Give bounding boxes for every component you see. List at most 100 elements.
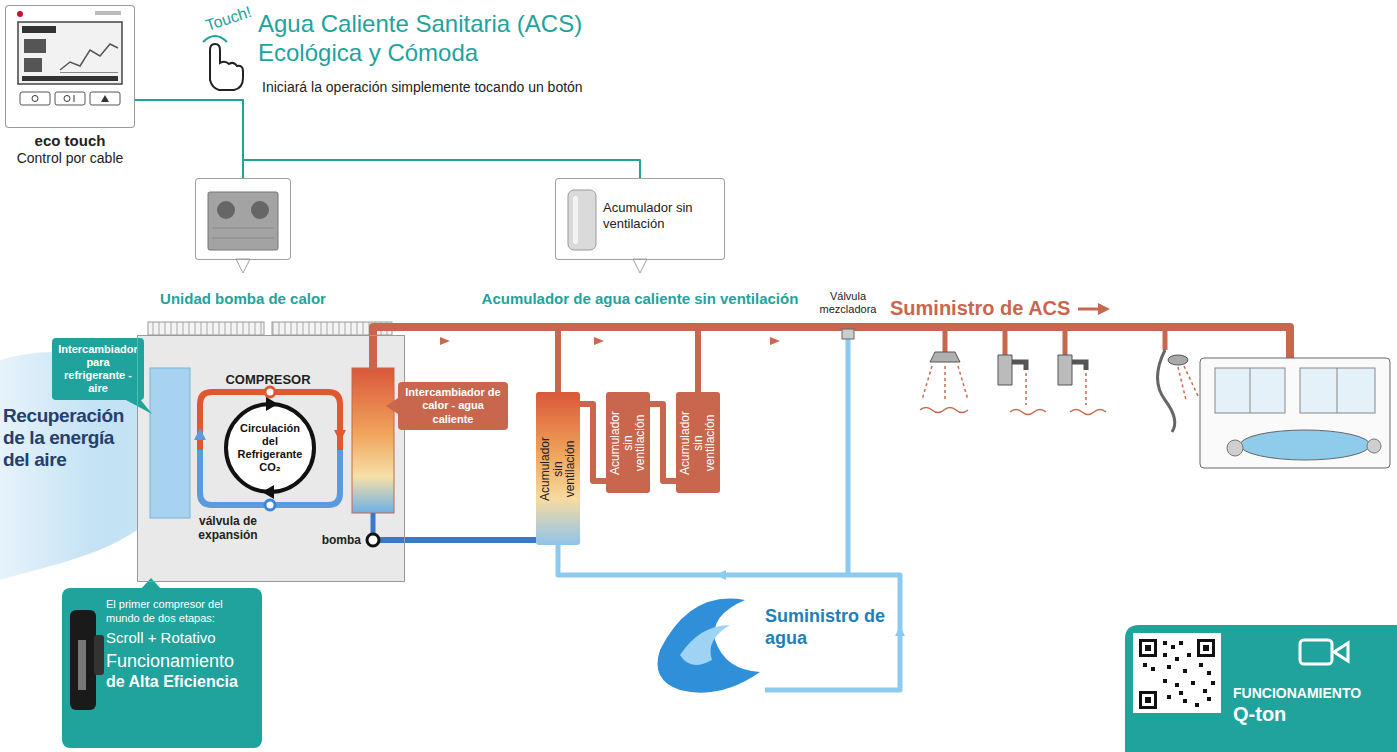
heat-pump-photo [208, 192, 278, 250]
qr-panel [1179, 691, 1183, 695]
node-text: Intercambiador de calor - agua caliente [401, 386, 505, 426]
fixtures [930, 352, 960, 362]
callout-text: Acumulador sin ventilación [603, 200, 699, 233]
qr-panel [1183, 699, 1187, 703]
tank-photo [568, 190, 596, 250]
heat-pump-unit [265, 387, 275, 397]
compressor-info: El primer compresor del mundo de dos eta… [62, 588, 262, 748]
qr-panel [1139, 691, 1157, 709]
fixtures [1025, 373, 1027, 405]
fixtures [998, 355, 1012, 385]
hot-water-pipe [373, 303, 1290, 392]
qr-panel [1211, 681, 1215, 685]
qr-panel [1163, 641, 1167, 645]
heat-pump-unit [124, 322, 405, 582]
qr-panel [1145, 697, 1151, 703]
heat-pump-unit [379, 537, 405, 543]
hot-water-pipe [1063, 331, 1068, 355]
fixtures [1012, 362, 1026, 370]
fixtures [922, 366, 932, 400]
node-text: Intercambiador para refrigerante - aire [55, 343, 141, 396]
exchanger-callout: Intercambiador de calor - agua caliente [398, 382, 508, 430]
remote-drawing [101, 95, 109, 102]
info-text: de Alta Eficiencia [106, 673, 256, 691]
touch-callout: Touch! [203, 3, 253, 35]
valve-label: Válvula mezcladora [808, 290, 888, 316]
hand-icon [210, 44, 243, 90]
compressor-panel [62, 588, 262, 748]
node-text: Acumulador sin ventilación [609, 407, 647, 479]
compressor-panel [70, 610, 96, 710]
qr-panel [1163, 653, 1167, 657]
remote-drawing [95, 11, 121, 15]
flow-label: Suministro de ACS [890, 297, 1070, 320]
qr-panel [1199, 663, 1203, 667]
heat-pump-unit [148, 322, 264, 335]
qr-panel [1203, 689, 1207, 693]
hand-icon [203, 36, 227, 42]
part-label: válvula de expansión [178, 514, 278, 543]
water-splash [680, 625, 730, 665]
caption: Control por cable [0, 150, 140, 166]
remote-control: eco touchControl por cable [5, 5, 135, 128]
connector [650, 404, 676, 481]
cold-water-pipe [842, 329, 854, 339]
qr-panel [1197, 639, 1215, 657]
heat-pump-photo [217, 201, 235, 219]
fixtures [1227, 440, 1243, 456]
water-splash [658, 599, 761, 693]
info-text: Scroll + Rotativo [106, 629, 256, 646]
heat-pump-unit [137, 335, 405, 582]
qr-panel [1200, 642, 1212, 654]
remote-drawing [64, 96, 70, 102]
fixtures [958, 366, 968, 400]
fixtures [1250, 368, 1251, 413]
fixtures [920, 350, 1390, 468]
qr-panel [1133, 633, 1221, 713]
fixtures [1168, 355, 1188, 365]
hot-water-pipe [1078, 308, 1100, 311]
callout-title: Acumulador de agua caliente sin ventilac… [445, 290, 835, 307]
fixtures [1178, 367, 1186, 400]
fixtures [1010, 410, 1046, 415]
remote-drawing [32, 96, 38, 102]
heat-pump-unit [194, 428, 206, 440]
hot-water-pipe [440, 337, 450, 345]
remote-drawing [90, 92, 120, 105]
qr-panel [1175, 657, 1179, 661]
tank-photo [573, 196, 578, 244]
storage-tank: Acumulador sin ventilación [606, 392, 650, 493]
hot-water-pipe [770, 337, 780, 345]
remote-drawing [74, 95, 75, 102]
heat-pump-unit [371, 513, 376, 534]
fixtures [1240, 430, 1370, 460]
remote-drawing [22, 76, 118, 81]
connector [580, 404, 606, 481]
storage-tank: Acumulador sin ventilación [536, 392, 580, 545]
hot-water-pipe [1003, 331, 1008, 355]
fixtures [1070, 410, 1106, 415]
qr-panel [1145, 645, 1151, 651]
fixtures [1184, 366, 1198, 396]
heat-pump-unit [266, 397, 278, 411]
callout-title: Unidad bomba de calor [133, 290, 353, 307]
qr-panel [1179, 641, 1183, 645]
qr-panel [1167, 695, 1171, 699]
hot-water-pipe [594, 337, 604, 345]
remote-drawing [17, 11, 23, 17]
heat-pump-unit [124, 399, 152, 414]
heat-pump-photo [212, 238, 274, 239]
qr-panel [1125, 625, 1397, 752]
refrigerant-circle: Circulación del Refrigerante CO₂ [222, 400, 318, 496]
subtitle: Iniciará la operación simplemente tocand… [262, 79, 682, 95]
exchanger-callout: Intercambiador para refrigerante - aire [52, 338, 144, 400]
cold-water-pipe [716, 570, 726, 580]
remote-drawing [17, 11, 122, 105]
storage-tank: Acumulador sin ventilación [676, 392, 720, 493]
diagram-title: Agua Caliente Sanitaria (ACS) Ecológica … [258, 10, 628, 68]
connector [135, 100, 243, 178]
fixtures [944, 366, 946, 402]
remote-drawing [24, 58, 42, 72]
qr-panel [1142, 642, 1154, 654]
